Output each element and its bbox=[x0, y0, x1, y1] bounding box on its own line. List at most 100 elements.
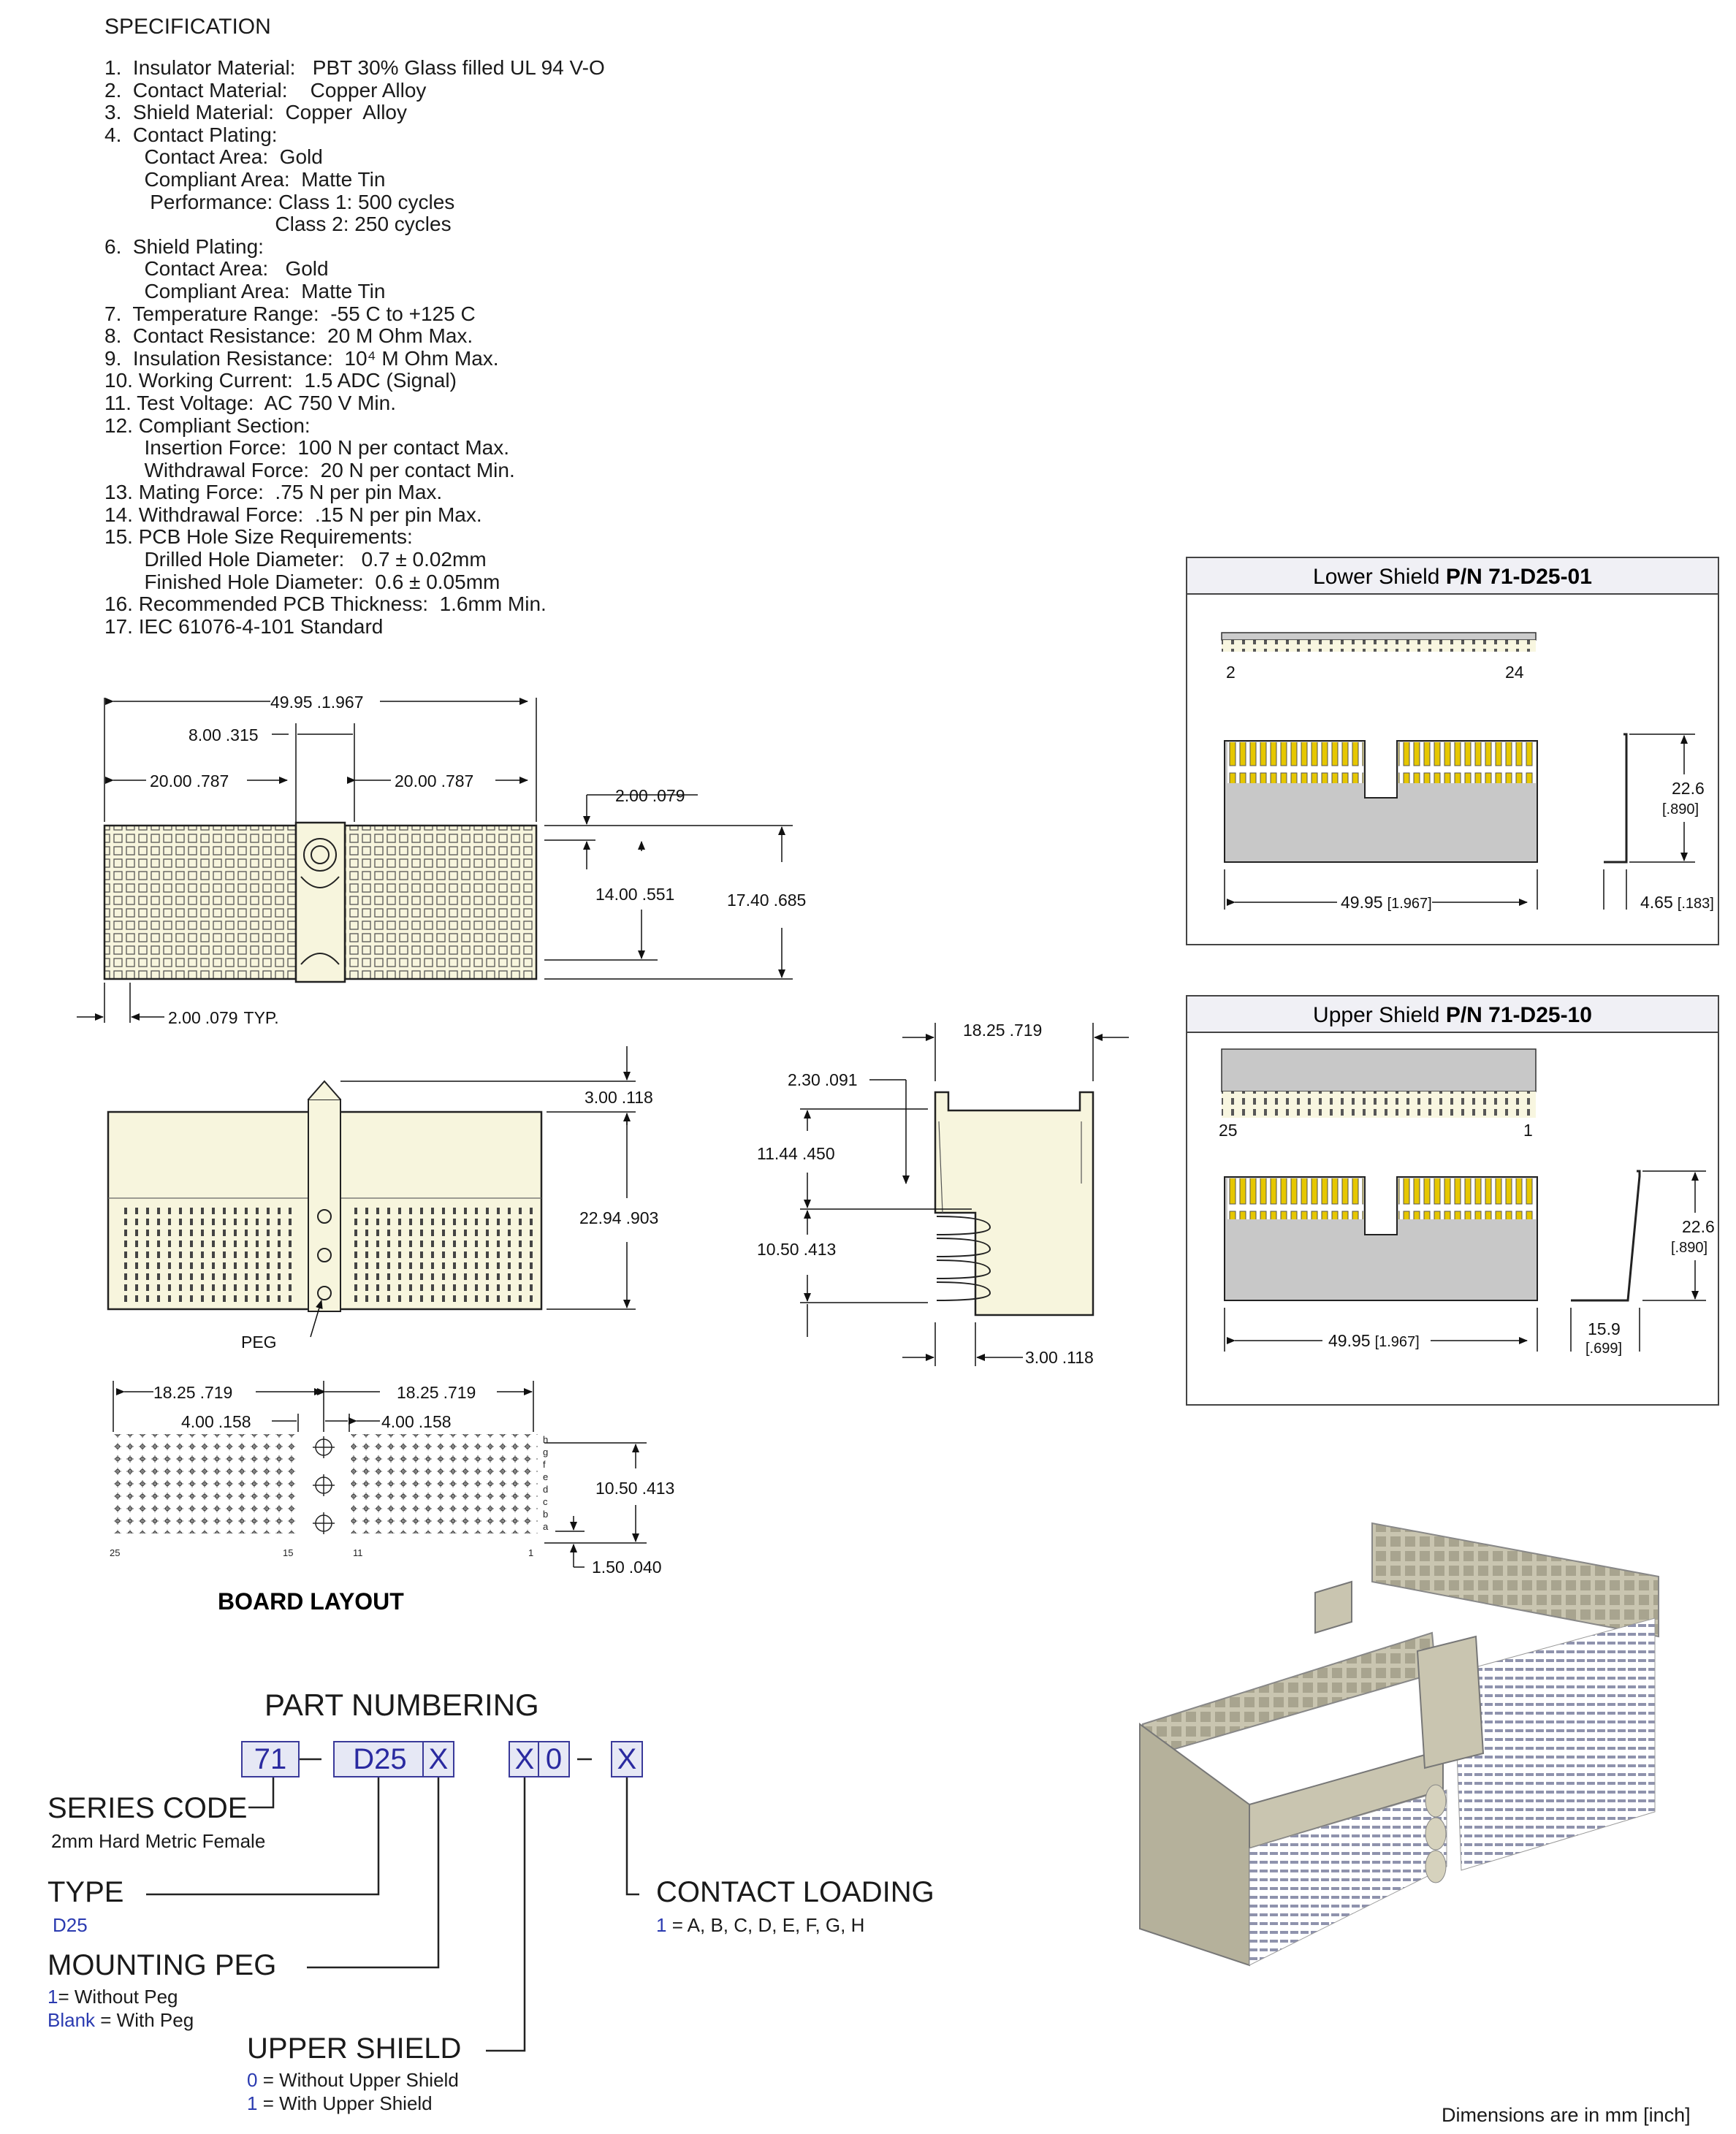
peg-option-2: Blank = With Peg bbox=[47, 2009, 194, 2031]
lower-shield-title: Lower Shield P/N 71-D25-01 bbox=[1313, 565, 1592, 589]
spec-line: 9. Insulation Resistance: 10⁴ M Ohm Max. bbox=[104, 346, 499, 370]
bl-dim-h: 10.50.413 bbox=[595, 1479, 674, 1498]
bl-row-label: h bbox=[543, 1434, 548, 1445]
dim-right: 20.00.787 bbox=[395, 771, 473, 790]
top-view: 49.95.1.967 8.00.315 20.00.787 20.00.787… bbox=[77, 693, 806, 1027]
part-numbering-title: PART NUMBERING bbox=[264, 1688, 539, 1722]
board-layout: 18.25.719 18.25.719 4.00.158 4.00.158 10… bbox=[110, 1381, 674, 1615]
bl-row-label: a bbox=[543, 1521, 549, 1532]
spec-line: Compliant Area: Matte Tin bbox=[104, 279, 386, 302]
spec-line: 13. Mating Force: .75 N per pin Max. bbox=[104, 481, 443, 504]
bl-col-label: 11 bbox=[353, 1547, 363, 1558]
upper-shield-title: Upper Shield P/N 71-D25-10 bbox=[1313, 1003, 1592, 1027]
mounting-peg-heading: MOUNTING PEG bbox=[47, 1949, 277, 1981]
type-value: D25 bbox=[53, 1914, 88, 1936]
upper-pin-left: 25 bbox=[1219, 1121, 1238, 1140]
units-note: Dimensions are in mm [inch] bbox=[1442, 2104, 1691, 2126]
upper-shield-heading: UPPER SHIELD bbox=[247, 2032, 462, 2065]
upper-shield-panel: Upper Shield P/N 71-D25-10 25 1 49.95[1.… bbox=[1186, 995, 1719, 1406]
bl-dim-p2: 4.00.158 bbox=[381, 1412, 452, 1431]
pn-box-type: D25 bbox=[333, 1741, 427, 1777]
spec-line: 4. Contact Plating: bbox=[104, 123, 278, 146]
spec-line: Class 2: 250 cycles bbox=[104, 213, 452, 236]
upper-dim-w: 49.95[1.967] bbox=[1328, 1331, 1420, 1350]
lower-pin-right: 24 bbox=[1505, 663, 1524, 682]
lower-shield-panel: Lower Shield P/N 71-D25-01 2 24 49.95[1.… bbox=[1186, 557, 1719, 945]
board-layout-title: BOARD LAYOUT bbox=[218, 1588, 404, 1615]
pn-box-zero: 0 bbox=[538, 1741, 570, 1777]
side-view: 18.25.719 2.30.091 11.44.450 10.50.413 3… bbox=[757, 1021, 1129, 1367]
contact-loading-value: 1 = A, B, C, D, E, F, G, H bbox=[656, 1914, 865, 1936]
spec-line: 15. PCB Hole Size Requirements: bbox=[104, 525, 413, 549]
dim-top: 3.00.118 bbox=[585, 1088, 653, 1107]
dim-side-a: 2.30.091 bbox=[788, 1070, 858, 1089]
bl-dim-left: 18.25.719 bbox=[153, 1383, 232, 1402]
spec-line: 12. Compliant Section: bbox=[104, 414, 311, 437]
bl-row-label: f bbox=[543, 1459, 546, 1470]
dim-side-c: 10.50.413 bbox=[757, 1240, 836, 1259]
upper-dim-h: 22.6 bbox=[1682, 1217, 1715, 1236]
dim-side-d: 3.00.118 bbox=[1025, 1348, 1094, 1367]
connector-3d-render bbox=[1139, 1522, 1659, 1967]
upper-dim-h-in: [.890] bbox=[1671, 1240, 1708, 1256]
peg-option-1: 1= Without Peg bbox=[47, 1986, 178, 2008]
bl-row-label: e bbox=[543, 1471, 548, 1482]
bl-col-label: 25 bbox=[110, 1547, 120, 1558]
peg-label: PEG bbox=[241, 1333, 277, 1352]
spec-line: 3. Shield Material: Copper Alloy bbox=[104, 101, 407, 124]
spec-list: 1. Insulator Material: PBT 30% Glass fil… bbox=[104, 56, 605, 638]
dim-edge: 2.00.079 bbox=[615, 786, 685, 805]
spec-line: 16. Recommended PCB Thickness: 1.6mm Min… bbox=[104, 592, 547, 616]
lower-pin-left: 2 bbox=[1226, 663, 1236, 682]
pn-box-series: 71 bbox=[241, 1741, 300, 1777]
spec-line: Finished Hole Diameter: 0.6 ± 0.05mm bbox=[104, 570, 500, 593]
spec-line: 1. Insulator Material: PBT 30% Glass fil… bbox=[104, 56, 605, 79]
upper-shield-option-1: 0 = Without Upper Shield bbox=[247, 2069, 459, 2091]
spec-line: 17. IEC 61076-4-101 Standard bbox=[104, 614, 384, 638]
upper-shield-option-2: 1 = With Upper Shield bbox=[247, 2092, 433, 2114]
dim-h1: 14.00.551 bbox=[595, 885, 674, 904]
dim-side-width: 18.25.719 bbox=[963, 1021, 1042, 1040]
spec-line: 6. Shield Plating: bbox=[104, 235, 264, 258]
lower-dim-h: 22.6 bbox=[1672, 779, 1705, 798]
spec-line: 2. Contact Material: Copper Alloy bbox=[104, 78, 427, 102]
upper-dim-d: 15.9 bbox=[1588, 1319, 1621, 1338]
spec-line: Withdrawal Force: 20 N per contact Min. bbox=[104, 458, 515, 481]
spec-line: Insertion Force: 100 N per contact Max. bbox=[104, 436, 510, 460]
bl-col-label: 1 bbox=[528, 1547, 533, 1558]
bl-row-label: c bbox=[543, 1496, 548, 1507]
series-code-desc: 2mm Hard Metric Female bbox=[51, 1830, 266, 1852]
bl-dim-b: 1.50.040 bbox=[592, 1558, 662, 1577]
bl-col-label: 15 bbox=[283, 1547, 293, 1558]
pn-box-upper-shield: X bbox=[509, 1741, 541, 1777]
bl-row-label: b bbox=[543, 1509, 548, 1520]
spec-line: Contact Area: Gold bbox=[104, 145, 323, 169]
spec-line: 7. Temperature Range: -55 C to +125 C bbox=[104, 302, 476, 325]
bl-dim-p1: 4.00.158 bbox=[181, 1412, 251, 1431]
dim-height: 22.94.903 bbox=[579, 1208, 658, 1227]
type-heading: TYPE bbox=[47, 1876, 124, 1908]
spec-line: Performance: Class 1: 500 cycles bbox=[104, 190, 455, 213]
dim-overall: 49.95.1.967 bbox=[270, 693, 364, 712]
spec-title: SPECIFICATION bbox=[104, 15, 271, 39]
spec-line: 8. Contact Resistance: 20 M Ohm Max. bbox=[104, 324, 473, 348]
spec-line: Drilled Hole Diameter: 0.7 ± 0.02mm bbox=[104, 548, 487, 571]
upper-pin-right: 1 bbox=[1523, 1121, 1533, 1140]
series-code-heading: SERIES CODE bbox=[47, 1792, 248, 1824]
spec-line: 10. Working Current: 1.5 ADC (Signal) bbox=[104, 369, 457, 392]
bl-row-label: g bbox=[543, 1447, 548, 1457]
lower-dim-h-in: [.890] bbox=[1662, 801, 1699, 818]
front-view: 3.00.118 22.94.903 PEG bbox=[107, 1046, 658, 1352]
spec-line: Compliant Area: Matte Tin bbox=[104, 167, 386, 191]
pn-box-peg: X bbox=[422, 1741, 454, 1777]
dim-side-b: 11.44.450 bbox=[757, 1144, 835, 1163]
dim-center: 8.00.315 bbox=[189, 725, 259, 744]
dim-left: 20.00.787 bbox=[150, 771, 229, 790]
spec-line: 14. Withdrawal Force: .15 N per pin Max. bbox=[104, 503, 482, 526]
contact-loading-heading: CONTACT LOADING bbox=[656, 1876, 934, 1908]
spec-line: Contact Area: Gold bbox=[104, 257, 329, 281]
pn-box-contact-loading: X bbox=[611, 1741, 643, 1777]
dim-h2: 17.40.685 bbox=[727, 891, 806, 910]
